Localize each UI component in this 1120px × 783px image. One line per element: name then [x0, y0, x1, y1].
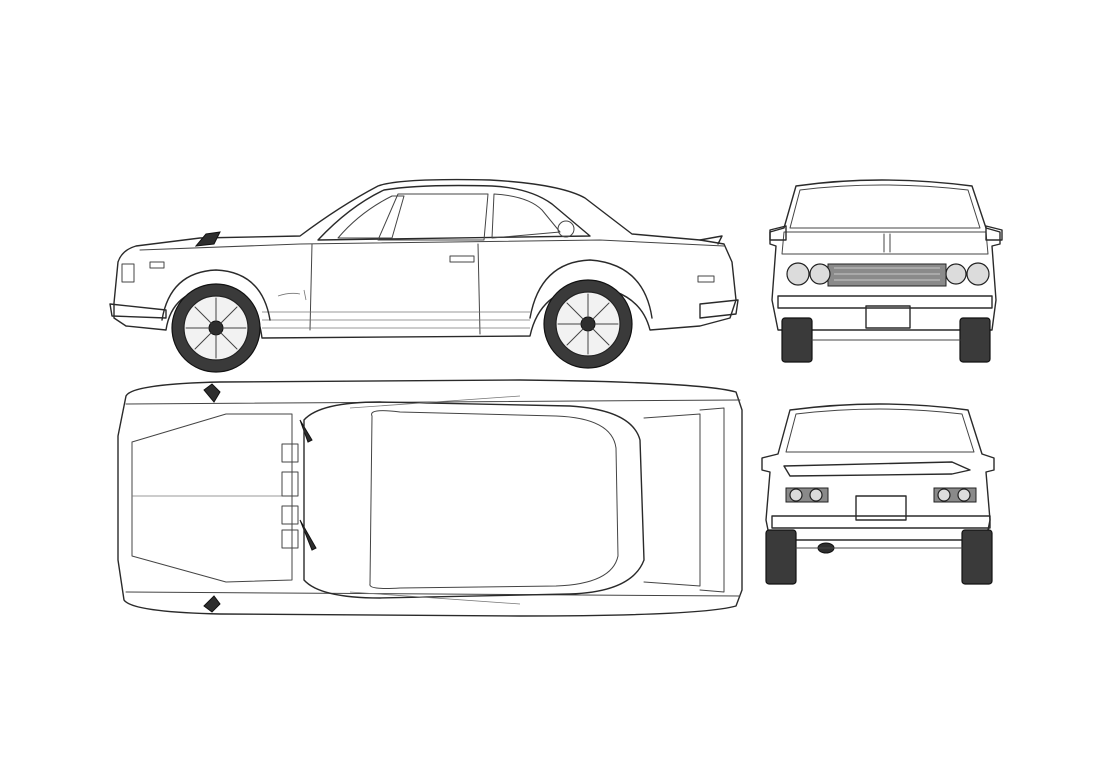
front-mirrors	[769, 225, 1003, 241]
front-tire-left	[781, 317, 813, 363]
side-script-badge	[277, 289, 307, 301]
front-hood-emblem	[883, 233, 891, 253]
top-trunk	[699, 407, 725, 593]
side-rear-marker	[697, 275, 715, 283]
top-cowl-vents	[281, 419, 317, 551]
front-bumper-face	[777, 295, 993, 309]
front-headlight-outer-left	[786, 262, 810, 286]
side-emblem-front	[149, 261, 165, 269]
rear-tire-left	[765, 529, 797, 585]
front-grille-slats	[834, 267, 940, 281]
top-drip-rails	[349, 395, 521, 605]
top-mirror-left	[203, 383, 221, 403]
top-roof	[369, 410, 619, 589]
rear-tire-right	[961, 529, 993, 585]
front-headlight-inner-right	[945, 263, 967, 285]
top-view	[117, 379, 743, 617]
top-rear-window	[643, 413, 701, 587]
rear-spoiler-wing	[783, 461, 971, 477]
rear-wheel	[543, 279, 633, 369]
rear-wheel-arch	[529, 259, 653, 319]
rear-window	[785, 408, 975, 453]
side-front-window	[337, 195, 405, 239]
front-hood-edge	[781, 231, 989, 255]
side-rear-window	[491, 193, 561, 239]
top-hood	[131, 413, 293, 583]
side-door-window	[377, 193, 489, 241]
side-door-handle	[449, 255, 475, 263]
front-windscreen	[789, 184, 981, 229]
front-grille	[827, 263, 947, 287]
rear-view	[761, 403, 995, 585]
front-headlight-inner-left	[809, 263, 831, 285]
front-wheel	[171, 283, 261, 373]
rear-taillights-right	[933, 487, 977, 503]
side-front-marker	[121, 263, 135, 283]
front-wheel-arch	[161, 269, 271, 321]
side-belt-line	[139, 239, 725, 251]
front-license-plate	[865, 305, 911, 329]
front-headlight-outer-right	[966, 262, 990, 286]
rear-spoiler	[699, 235, 723, 245]
top-windscreen-outline	[303, 401, 645, 599]
rear-bumper	[771, 515, 991, 529]
rear-bumper	[699, 299, 739, 319]
front-view	[769, 179, 1003, 363]
front-bumper	[109, 303, 167, 319]
front-tire-right	[959, 317, 991, 363]
side-mirror	[194, 231, 221, 247]
side-window-frame	[317, 184, 591, 241]
top-body-outline	[117, 379, 743, 617]
side-view	[109, 178, 739, 373]
side-rocker-lines	[262, 311, 530, 329]
rear-taillights-left	[785, 487, 829, 503]
top-mirror-right	[203, 595, 221, 613]
rear-license-plate	[855, 495, 907, 521]
side-door-seams	[309, 243, 481, 335]
front-body-outline	[769, 179, 1001, 331]
top-side-lines	[125, 399, 741, 597]
side-fuel-cap	[557, 220, 575, 238]
